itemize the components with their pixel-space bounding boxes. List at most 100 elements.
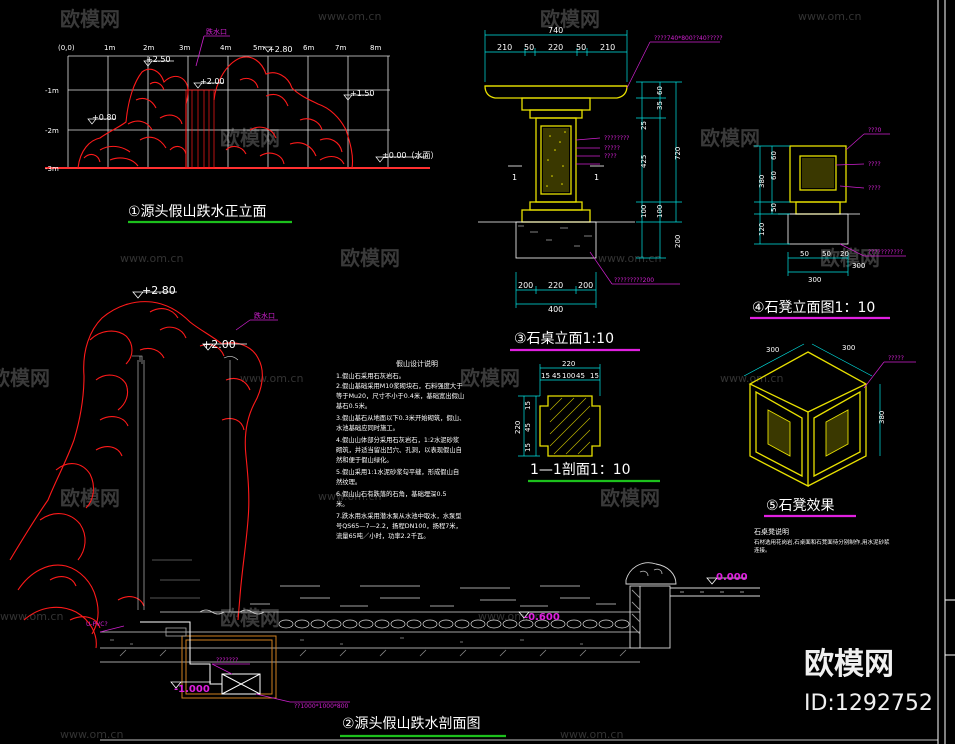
dim-text: 425: [640, 155, 648, 168]
stool-note-line: 连接。: [754, 546, 771, 554]
watermark-logo: 欧模网: [0, 366, 50, 390]
level-mark: +2.00: [202, 338, 236, 351]
notes-line: 2.假山基础采用M10浆砌块石，石料强度大于: [336, 381, 463, 390]
notes-line: 然纹理。: [336, 477, 361, 486]
grid-label: 8m: [370, 44, 381, 52]
dim-text: 220: [548, 43, 563, 52]
watermark-logo: 欧模网: [220, 606, 280, 630]
falling-water: [132, 355, 239, 612]
inlet-box: [165, 627, 187, 637]
pump: [140, 621, 261, 695]
notes-line: 然和便于假山绿化。: [336, 455, 393, 464]
notes-line: 流量65吨／小时，功率2.2千瓦。: [336, 531, 430, 540]
table-ground: [478, 221, 635, 259]
watermark-url: www.om.cn: [318, 490, 381, 503]
brand-id: ID:1292752: [804, 691, 933, 716]
watermark-url: www.om.cn: [0, 610, 63, 623]
stool-dimensions: [754, 145, 849, 276]
dim-text: 200: [518, 281, 533, 290]
dim-text: 400: [548, 305, 563, 314]
section-outline: [539, 395, 601, 457]
outlet-label: 跌水口: [206, 27, 227, 36]
stone-table-elevation: 740 210 50 220 50 210: [478, 26, 723, 352]
level-mark: 0.000: [716, 572, 748, 583]
notes-line: 7.跌水用水采用潜水泵从水池中取水，水泵型: [336, 511, 462, 520]
pipe-label: U-PVC?: [86, 621, 108, 628]
watermark-url: www.om.cn: [240, 372, 303, 385]
stool-note-line: 石材选用花岗岩,石桌面和石凳面待分别制作,用水泥砂浆: [754, 538, 890, 546]
stool-note: ????: [868, 185, 881, 192]
dim-text: 200: [578, 281, 593, 290]
level-mark: +2.50: [146, 55, 171, 64]
grid-label: 3m: [179, 44, 190, 52]
dim-text: 50: [822, 250, 831, 258]
dim-text: 45: [524, 423, 532, 432]
watermark-logo: 欧模网: [60, 486, 120, 510]
dim-text: 15: [541, 372, 550, 380]
title-stone-stool: ④石凳立面图1：10: [752, 300, 875, 316]
grid-label: -3m: [45, 165, 59, 173]
watermark-url: www.om.cn: [598, 252, 661, 265]
watermark-logo: 欧模网: [700, 126, 760, 150]
pool-wall: [625, 562, 760, 649]
table-right-dimensions: [636, 81, 682, 259]
grid-label: 1m: [104, 44, 115, 52]
section-level-marks: [132, 291, 747, 689]
level-mark: ±0.00（水面）: [382, 150, 439, 160]
cascade-front: [185, 89, 215, 169]
section-leaders: [99, 319, 350, 703]
section-mark-label: 1: [594, 173, 599, 182]
table-note: ????740*800??40?????: [654, 35, 723, 42]
notes-line: 5.假山采用1:1水泥砂浆勾平缝，形成假山自: [336, 467, 459, 476]
watermark-logo: 欧模网: [600, 486, 660, 510]
iso-cube: [748, 351, 868, 488]
table-top-dimensions: [484, 30, 628, 82]
table-note: ????????: [604, 135, 629, 142]
pit-label: ??1000*1000*800: [294, 703, 349, 710]
watermark-logo: 欧模网: [460, 366, 520, 390]
grid-label: 4m: [220, 44, 231, 52]
notes-line: 1.假山石采用石灰岩石。: [336, 371, 405, 380]
notes-line: 砌筑，并适当留出凹穴、孔洞，以表现假山自: [336, 445, 462, 454]
iso-leader: [863, 361, 916, 389]
grid-label: (0,0): [58, 44, 75, 52]
title-front-elevation: ①源头假山跌水正立面: [128, 204, 267, 220]
dim-text: 220: [562, 360, 575, 368]
stool-foundation: [787, 213, 849, 245]
dim-text: 300: [842, 344, 855, 352]
dim-text: 25: [640, 121, 648, 130]
dim-text: 120: [758, 223, 766, 236]
table-note: ????: [604, 153, 617, 160]
outlet-label: 跌水口: [254, 311, 275, 320]
table-note: ?????: [604, 145, 620, 152]
dim-text: 300: [808, 276, 821, 284]
level-mark: +2.80: [268, 45, 293, 54]
stool-note: ???????????: [868, 249, 903, 256]
brand-watermark: 欧模网 ID:1292752: [804, 647, 933, 716]
pool-pebbles: [278, 619, 630, 629]
level-mark: +1.50: [350, 89, 375, 98]
dim-text: 200: [674, 235, 682, 248]
title-section-1-1: 1—1剖面1：10: [530, 462, 631, 478]
iso-note: ?????: [888, 355, 904, 362]
table-note: ?????????200: [614, 277, 654, 284]
level-mark: -1.000: [174, 684, 210, 695]
pump-label: ???????: [216, 657, 238, 664]
iso-panels: [767, 409, 849, 457]
notes-line: 等于Mu20，尺寸不小于0.4米，基础宽出假山: [336, 391, 464, 400]
watermark-url: www.om.cn: [560, 728, 623, 741]
notes-title: 假山设计说明: [396, 359, 438, 368]
dim-text: 300: [852, 262, 865, 270]
level-mark: -0.600: [524, 612, 560, 623]
section-1-1: 220 15 45 100 45 15 15 45 220 15 1—1剖面1：…: [514, 360, 660, 483]
table-stone-speckle: [546, 131, 566, 187]
watermark-logo: 欧模网: [340, 246, 400, 270]
watermark-url: www.om.cn: [720, 372, 783, 385]
title-stone-table: ③石桌立面1:10: [514, 331, 614, 347]
watermark-url: www.om.cn: [120, 252, 183, 265]
dim-text: 35: [656, 101, 664, 110]
dim-text: 50: [800, 250, 809, 258]
dim-text: 45: [552, 372, 561, 380]
table-body: [484, 85, 628, 223]
grid-label: 7m: [335, 44, 346, 52]
